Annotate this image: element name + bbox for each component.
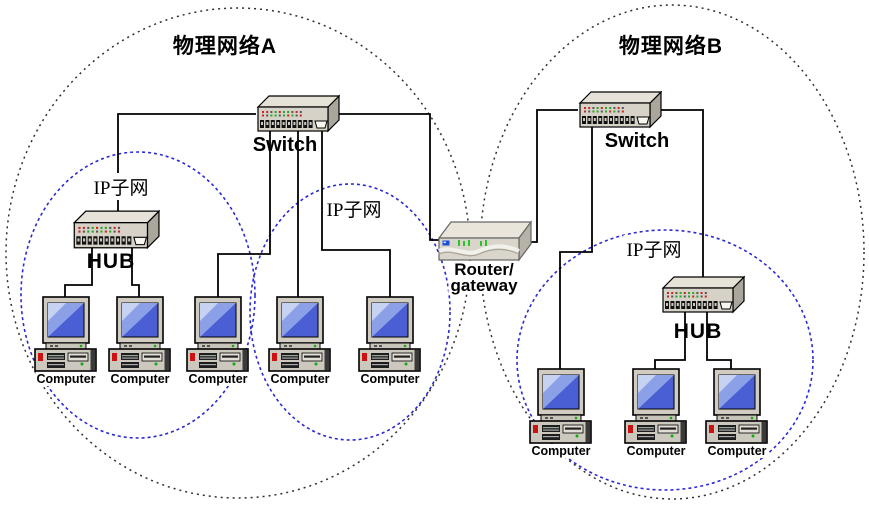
hub-a-icon <box>73 210 160 249</box>
computer-icon <box>705 368 768 444</box>
computer-label: Computer <box>359 372 421 386</box>
computer-icon <box>186 296 249 372</box>
computer-label: Computer <box>625 444 687 458</box>
computer-icon <box>529 368 592 444</box>
computer-label: Computer <box>269 372 331 386</box>
ip-subnet-3-ellipse <box>516 229 814 491</box>
link-switchb-computer6 <box>559 124 593 378</box>
physical-network-b-label: 物理网络B <box>618 35 724 58</box>
link-huba-computer1 <box>64 243 93 304</box>
physical-network-a-ellipse <box>5 7 471 499</box>
ip-subnet-1-label: IP子网 <box>90 173 152 200</box>
computer-label: Computer <box>187 372 249 386</box>
ip-subnet-2-ellipse <box>249 183 451 441</box>
ip-subnet-2-label: IP子网 <box>323 195 385 222</box>
computer-icon <box>108 296 171 372</box>
computer-label: Computer <box>530 444 592 458</box>
computer-icon <box>624 368 687 444</box>
ip-subnet-1-ellipse <box>20 151 256 439</box>
hub-a-label: HUB <box>86 250 136 273</box>
link-switchb-hubb <box>655 109 704 282</box>
link-switcha-computer3 <box>217 126 271 304</box>
computer-icon <box>268 296 331 372</box>
router-icon <box>438 220 533 262</box>
switch-b-icon <box>579 91 662 128</box>
switch-b-label: Switch <box>604 130 670 152</box>
computer-label: Computer <box>706 444 768 458</box>
computer-label: Computer <box>35 372 97 386</box>
link-switcha-huba <box>117 113 256 222</box>
physical-network-b-ellipse <box>479 4 865 500</box>
hub-b-icon <box>662 276 745 313</box>
ip-subnet-3-label: IP子网 <box>623 235 685 262</box>
physical-network-a-label: 物理网络A <box>172 35 278 58</box>
switch-a-label: Switch <box>252 134 318 156</box>
router-label: Router/ gateway <box>448 260 520 295</box>
hub-b-label: HUB <box>673 320 723 343</box>
router-label-line2: gateway <box>450 276 518 295</box>
link-switcha-computer5 <box>321 126 391 304</box>
computer-icon <box>358 296 421 372</box>
switch-a-icon <box>257 95 340 132</box>
router-label-line1: Router/ <box>454 260 514 279</box>
computer-icon <box>34 296 97 372</box>
computer-label: Computer <box>109 372 171 386</box>
link-huba-computer2 <box>131 243 140 304</box>
